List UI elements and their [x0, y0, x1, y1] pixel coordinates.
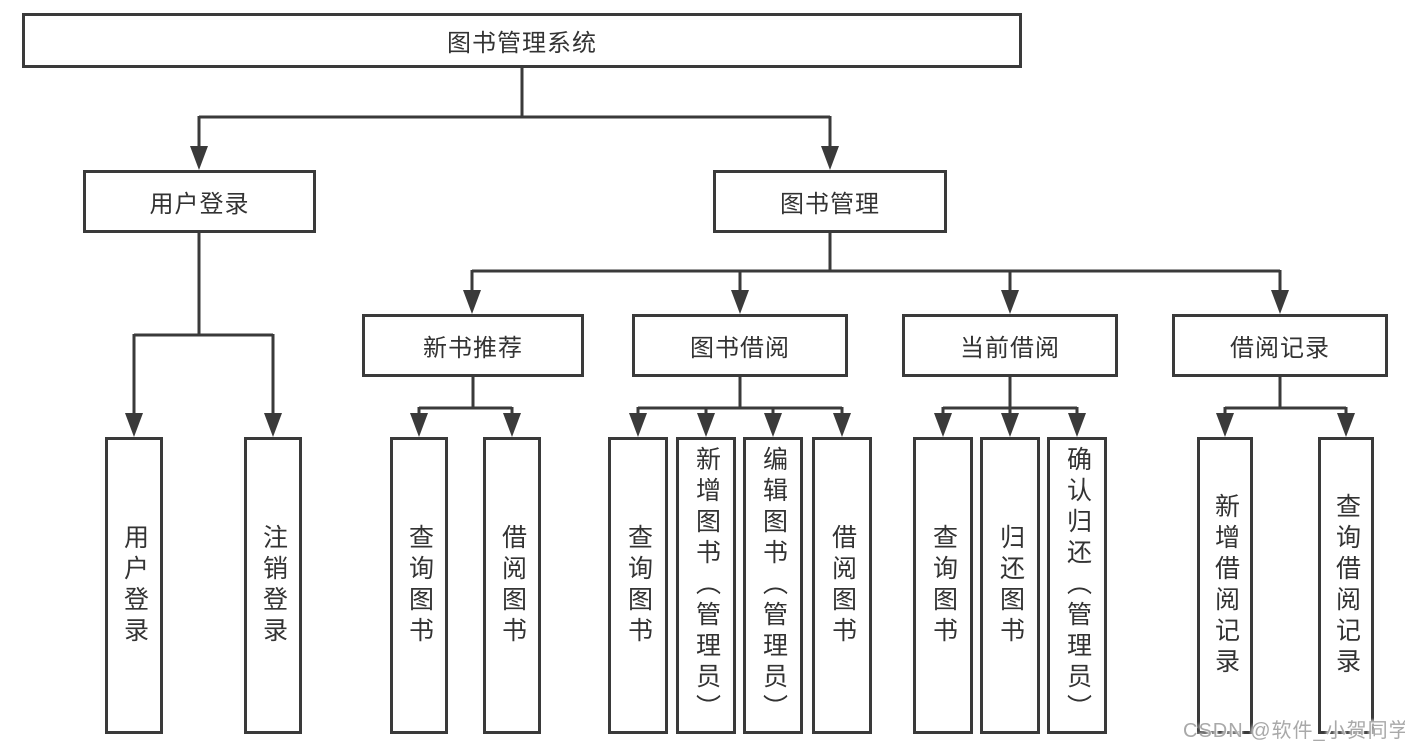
- leaf-logout: 注销登录: [244, 437, 302, 734]
- node-label: 新书推荐: [423, 335, 523, 362]
- leaf-record-query-borrow-record: 查询借阅记录: [1318, 437, 1374, 734]
- leaf-newbook-query-books: 查询图书: [390, 437, 448, 734]
- leaf-user-login: 用户登录: [105, 437, 163, 734]
- node-current-borrow: 当前借阅: [902, 314, 1118, 377]
- node-label: 图书管理系统: [447, 30, 597, 57]
- node-label: 用户登录: [120, 523, 149, 648]
- node-label: 查询图书: [405, 523, 434, 648]
- leaf-newbook-borrow-books: 借阅图书: [483, 437, 541, 734]
- leaf-record-add-borrow-record: 新增借阅记录: [1197, 437, 1253, 734]
- leaf-current-return-books: 归还图书: [980, 437, 1040, 734]
- leaf-borrow-add-books-admin: 新增图书（管理员）: [676, 437, 736, 734]
- node-label: 新增图书（管理员）: [692, 446, 721, 725]
- node-label: 借阅记录: [1230, 335, 1330, 362]
- node-label: 用户登录: [149, 191, 250, 218]
- leaf-borrow-edit-books-admin: 编辑图书（管理员）: [743, 437, 803, 734]
- node-label: 当前借阅: [960, 335, 1060, 362]
- leaf-current-confirm-return-admin: 确认归还（管理员）: [1047, 437, 1107, 734]
- arrowheads: [125, 146, 1355, 437]
- node-label: 图书借阅: [690, 335, 790, 362]
- node-label: 查询图书: [929, 523, 958, 648]
- csdn-watermark: CSDN @软件_小贺同学: [1183, 720, 1405, 742]
- node-label: 确认归还（管理员）: [1063, 446, 1092, 725]
- leaf-current-query-books: 查询图书: [913, 437, 973, 734]
- node-book-borrow: 图书借阅: [632, 314, 848, 377]
- node-book-management: 图书管理: [713, 170, 947, 233]
- node-label: 归还图书: [996, 523, 1025, 648]
- node-label: 查询借阅记录: [1332, 492, 1361, 679]
- node-user-login: 用户登录: [83, 170, 316, 233]
- node-label: 编辑图书（管理员）: [759, 446, 788, 725]
- leaf-borrow-borrow-books: 借阅图书: [812, 437, 872, 734]
- node-label: 图书管理: [780, 191, 880, 218]
- node-label: 查询图书: [624, 523, 653, 648]
- node-label: 注销登录: [259, 523, 288, 648]
- node-label: 新增借阅记录: [1211, 492, 1240, 679]
- node-label: 借阅图书: [828, 523, 857, 648]
- node-new-book-recommend: 新书推荐: [362, 314, 584, 377]
- node-library-management-system: 图书管理系统: [22, 13, 1022, 68]
- node-label: 借阅图书: [498, 523, 527, 648]
- node-borrow-records: 借阅记录: [1172, 314, 1388, 377]
- leaf-borrow-query-books: 查询图书: [608, 437, 668, 734]
